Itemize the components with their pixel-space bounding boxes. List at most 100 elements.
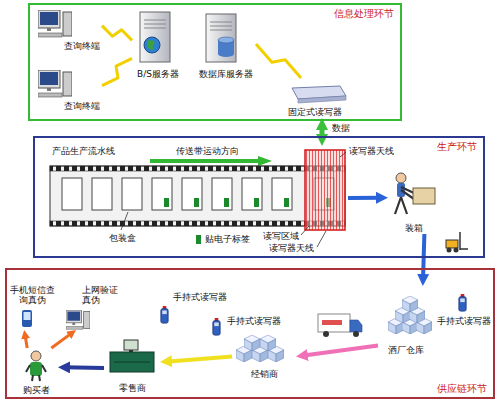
stage-item: 经销商 [232, 328, 296, 380]
item-label: 查询终端 [64, 101, 100, 111]
buyer-body [30, 362, 42, 376]
flow-arrow [348, 196, 382, 200]
label-anchor: 传送带运动方向 [175, 146, 240, 156]
fixed-reader-side [298, 96, 346, 103]
label-anchor: 读写区域 [262, 231, 300, 241]
server-slots [144, 20, 166, 28]
register-counter [110, 352, 154, 372]
leader-line [301, 226, 309, 235]
conveyor-rail [50, 221, 345, 226]
label-anchor: 手持式读写器 [172, 292, 228, 302]
rfid-tag [254, 198, 259, 207]
stage-item: 零售商 [104, 336, 160, 394]
package-box [212, 178, 232, 210]
label-anchor: 读写器天线 [348, 146, 395, 156]
part-label: 贴电子标签 [204, 234, 251, 244]
part-label: 手持式读写器 [172, 292, 228, 302]
part-label: 手持式读写器 [436, 316, 492, 326]
antenna-zone [305, 150, 345, 230]
wheel [447, 248, 452, 253]
part-label: 手持式读写器 [226, 316, 282, 326]
leader-line [121, 212, 128, 230]
stage-item: 查询终端 [36, 68, 102, 112]
item-label: 购买者 [23, 385, 50, 395]
wireless-link [102, 26, 132, 41]
crate [260, 335, 276, 351]
server-tower [140, 12, 170, 62]
leader-line [340, 152, 346, 157]
label-anchor: 数据 [331, 123, 351, 133]
stage-item: 上网验证真伪 [64, 284, 124, 330]
flow-arrow [302, 346, 378, 356]
flow-arrow [166, 357, 232, 362]
part-label: 读写区域 [262, 231, 300, 241]
package-box [272, 178, 292, 210]
package-box [122, 178, 142, 210]
part-label: 传送带运动方向 [175, 146, 240, 156]
edge-label: 数据 [331, 123, 351, 133]
item-label: B/S服务器 [137, 69, 179, 79]
server-slots [210, 22, 232, 30]
stage-item: 固定式读写器 [280, 78, 350, 118]
register-drawer [114, 362, 150, 363]
stage-region: 信息处理环节查询终端查询终端B/S服务器数据库服务器固定式读写器 [28, 3, 402, 121]
direction-arrow [150, 156, 272, 166]
wireless-link [102, 58, 132, 85]
tag-sample [196, 235, 201, 244]
label-anchor: 读写器天线 [268, 243, 315, 253]
globe-land [147, 40, 155, 50]
rfid-tag [194, 198, 199, 207]
stage-region: 生产环节产品生产流水线装箱 [33, 136, 485, 258]
crate [402, 296, 418, 312]
phone-screen [24, 312, 31, 320]
register-screen [124, 340, 138, 350]
database-base [218, 51, 234, 57]
conveyor-belt [50, 166, 345, 226]
pc-icon [66, 310, 90, 329]
truck-body [318, 314, 350, 332]
forklift-mast [460, 232, 468, 250]
leader-line [317, 231, 326, 247]
flow-arrow [25, 334, 27, 348]
part-label: 读写器天线 [348, 146, 395, 156]
rfid-tag [164, 198, 169, 207]
truck-cab [350, 320, 362, 332]
stage-item: 产品生产流水线 [48, 146, 348, 250]
rfid-tag [284, 198, 289, 207]
stage-item: 数据库服务器 [196, 8, 256, 80]
crate [244, 335, 260, 351]
label-anchor: 贴电子标签 [204, 234, 251, 244]
stage-region: 供应链环节酒厂仓库经销商零售商购买者手机短信查询真伪上网验证真伪 [5, 268, 495, 399]
pc-icon [38, 10, 72, 37]
handheld-reader [213, 318, 220, 335]
part-label: 包装盒 [108, 233, 137, 243]
item-label: 固定式读写器 [288, 107, 342, 117]
handheld-reader [459, 294, 466, 311]
stage-heading: 生产环节 [437, 141, 477, 153]
pc-icon [38, 70, 72, 97]
database-top [218, 37, 234, 43]
buyer-limbs [26, 365, 46, 381]
buyer-head [31, 351, 41, 361]
globe [144, 37, 160, 53]
label-anchor: 手持式读写器 [436, 316, 492, 326]
label-anchor: 手持式读写器 [226, 316, 282, 326]
package-box [152, 178, 172, 210]
stage-item: 手机短信查询真伪 [6, 284, 58, 330]
stage-item: 购买者 [14, 348, 58, 396]
rfid-tag [224, 198, 229, 207]
item-label: 酒厂仓库 [388, 345, 424, 355]
phone [22, 310, 32, 327]
label-anchor: 包装盒 [108, 233, 137, 243]
worker-limbs [395, 187, 414, 214]
package-box [242, 178, 262, 210]
stage-item: 查询终端 [36, 8, 102, 52]
flow-arrow [51, 333, 72, 348]
carton [413, 188, 435, 204]
package-box [92, 178, 112, 210]
wheel [454, 248, 459, 253]
wheel [353, 331, 359, 337]
server-tower [206, 14, 236, 62]
